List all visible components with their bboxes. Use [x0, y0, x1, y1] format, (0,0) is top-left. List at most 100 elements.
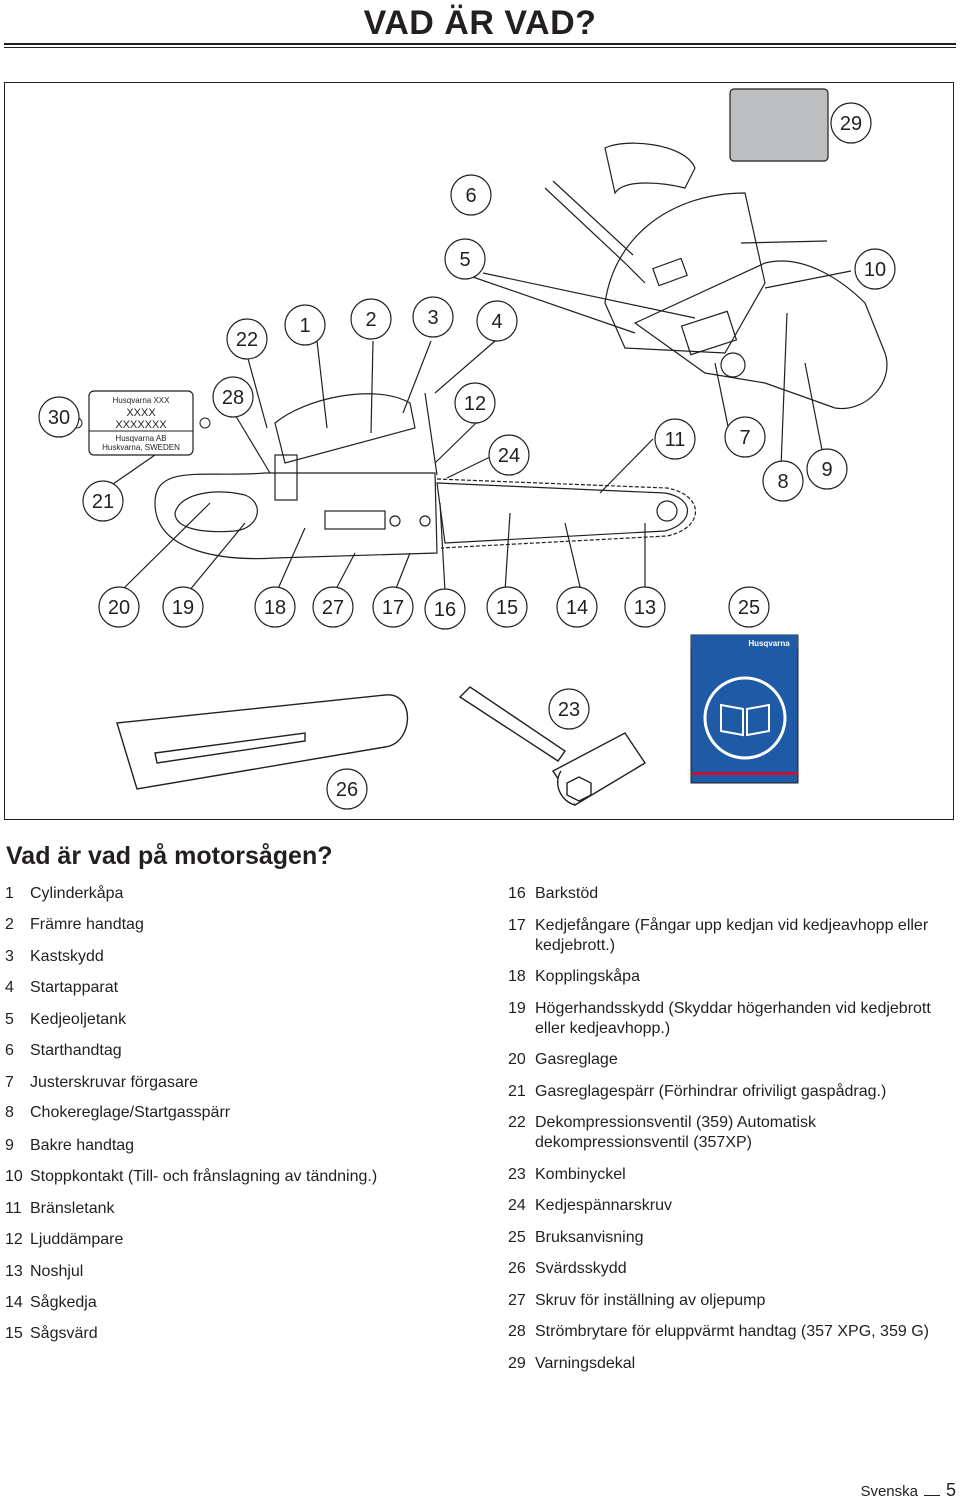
decal-line-2: XXXX [126, 407, 156, 419]
svg-text:26: 26 [336, 779, 358, 801]
callout-4: 4 [476, 300, 518, 342]
leader-line [434, 422, 477, 464]
svg-text:25: 25 [738, 597, 760, 619]
leader-line [402, 340, 432, 414]
leader-line [316, 340, 328, 429]
svg-text:6: 6 [465, 185, 476, 207]
callout-17: 17 [372, 586, 414, 628]
decal-line-5: Huskvarna, SWEDEN [102, 443, 180, 452]
svg-text:19: 19 [172, 597, 194, 619]
callout-13: 13 [624, 586, 666, 628]
callout-20: 20 [98, 586, 140, 628]
leader-line [334, 552, 356, 592]
svg-text:18: 18 [264, 597, 286, 619]
leader-line [230, 407, 271, 474]
parts-illustration: Husqvarna XXX XXXX XXXXXXX Husqvarna AB … [4, 82, 954, 820]
callout-24: 24 [488, 434, 530, 476]
svg-text:5: 5 [459, 249, 470, 271]
svg-text:14: 14 [566, 597, 588, 619]
svg-text:12: 12 [464, 393, 486, 415]
bar-cover [116, 694, 409, 790]
callout-3: 3 [412, 296, 454, 338]
svg-text:16: 16 [434, 599, 456, 621]
svg-text:9: 9 [821, 459, 832, 481]
leader-line [434, 340, 496, 394]
callout-28: 28 [212, 376, 254, 418]
page-number: 5 [945, 1480, 956, 1500]
operator-manual: Husqvarna [690, 634, 799, 784]
leader-line [764, 270, 852, 289]
leader-line [466, 274, 636, 334]
decal-line-1: Husqvarna XXX [113, 396, 171, 405]
page-footer: Svenska 5 [860, 1480, 956, 1501]
svg-text:1: 1 [299, 315, 310, 337]
guide-bar-front [436, 482, 689, 544]
rear-handle-back [604, 142, 696, 195]
title-rule-top [4, 43, 956, 45]
callout-7: 7 [724, 416, 766, 458]
callout-10: 10 [854, 248, 896, 290]
section-heading: Vad är vad på motorsågen? [6, 842, 333, 870]
nose-sprocket [656, 500, 678, 522]
footer-language: Svenska [860, 1483, 918, 1500]
footer-dash [923, 1495, 940, 1496]
callout-8: 8 [762, 460, 804, 502]
leader-line [599, 438, 654, 494]
callout-9: 9 [806, 448, 848, 490]
leader-line [370, 340, 374, 434]
callout-19: 19 [162, 586, 204, 628]
svg-text:4: 4 [491, 311, 502, 333]
callout-26: 26 [326, 768, 368, 810]
leader-line [276, 527, 306, 592]
page-title: VAD ÄR VAD? [363, 4, 597, 42]
callout-11: 11 [654, 418, 696, 460]
callout-30: 30 [38, 396, 80, 438]
chainsaw-body-back [604, 192, 766, 354]
svg-text:27: 27 [322, 597, 344, 619]
leader-line [120, 502, 211, 592]
callout-21: 21 [82, 480, 124, 522]
svg-text:30: 30 [48, 407, 70, 429]
callout-29: 29 [830, 102, 872, 144]
svg-text:13: 13 [634, 597, 656, 619]
callout-12: 12 [454, 382, 496, 424]
decal-line-4: Husqvarna AB [115, 434, 166, 443]
callout-25: 25 [728, 586, 770, 628]
svg-text:20: 20 [108, 597, 130, 619]
leader-line [246, 354, 268, 429]
leader-line [804, 362, 824, 456]
leader-line [740, 240, 828, 244]
svg-text:15: 15 [496, 597, 518, 619]
warning-decal [729, 88, 829, 162]
title-rule-bottom [4, 47, 956, 48]
chainsaw-body-front [154, 472, 438, 560]
leader-line [394, 552, 411, 592]
leader-line [504, 512, 511, 592]
callout-2: 2 [350, 298, 392, 340]
callout-5: 5 [444, 238, 486, 280]
svg-text:29: 29 [840, 113, 862, 135]
svg-text:11: 11 [665, 429, 686, 451]
callout-27: 27 [312, 586, 354, 628]
svg-text:8: 8 [777, 471, 788, 493]
callout-18: 18 [254, 586, 296, 628]
